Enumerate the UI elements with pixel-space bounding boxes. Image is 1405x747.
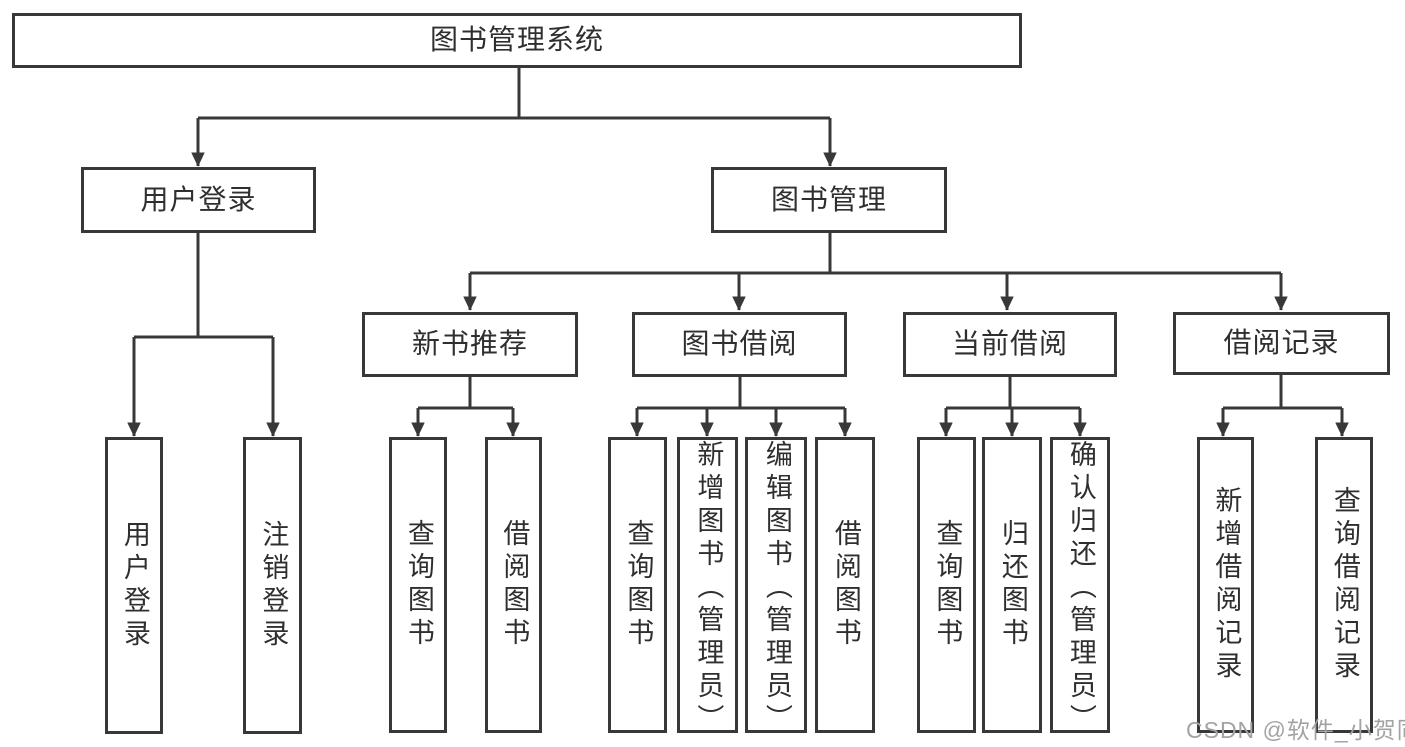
branch-borrow — [630, 377, 852, 437]
node-book-borrow: 图书借阅 — [632, 312, 847, 377]
node-current-borrow: 当前借阅 — [903, 312, 1117, 377]
leaf-recommend-query-book: 查询图书 — [389, 437, 447, 733]
leaf-logout: 注销登录 — [243, 437, 302, 734]
leaf-current-return-book: 归还图书 — [982, 437, 1042, 733]
node-borrow-records: 借阅记录 — [1173, 312, 1390, 375]
branch-current — [939, 377, 1087, 437]
leaf-borrow-add-book-admin: 新增图书（管理员） — [677, 437, 738, 737]
leaf-recommend-borrow-book: 借阅图书 — [485, 437, 542, 733]
node-user-login: 用户登录 — [81, 167, 316, 233]
leaf-current-query-book: 查询图书 — [917, 437, 976, 733]
leaf-records-add-record: 新增借阅记录 — [1197, 437, 1254, 733]
leaf-user-login: 用户登录 — [105, 437, 163, 734]
leaf-borrow-query-book: 查询图书 — [608, 437, 667, 733]
leaf-borrow-borrow-book: 借阅图书 — [815, 437, 875, 733]
node-root: 图书管理系统 — [12, 13, 1022, 68]
branch-login — [127, 233, 280, 437]
csdn-watermark: CSDN @软件_小贺同学 — [1186, 717, 1405, 743]
leaf-current-confirm-return-admin: 确认归还（管理员） — [1050, 437, 1110, 737]
node-book-management: 图书管理 — [711, 167, 947, 233]
node-new-book-recommend: 新书推荐 — [362, 312, 578, 377]
branch-root — [191, 68, 837, 167]
branch-records — [1216, 375, 1349, 437]
branch-recommend — [411, 377, 520, 437]
leaf-records-query-record: 查询借阅记录 — [1315, 437, 1373, 733]
leaf-borrow-edit-book-admin: 编辑图书（管理员） — [745, 437, 807, 737]
branch-manage — [463, 233, 1288, 311]
